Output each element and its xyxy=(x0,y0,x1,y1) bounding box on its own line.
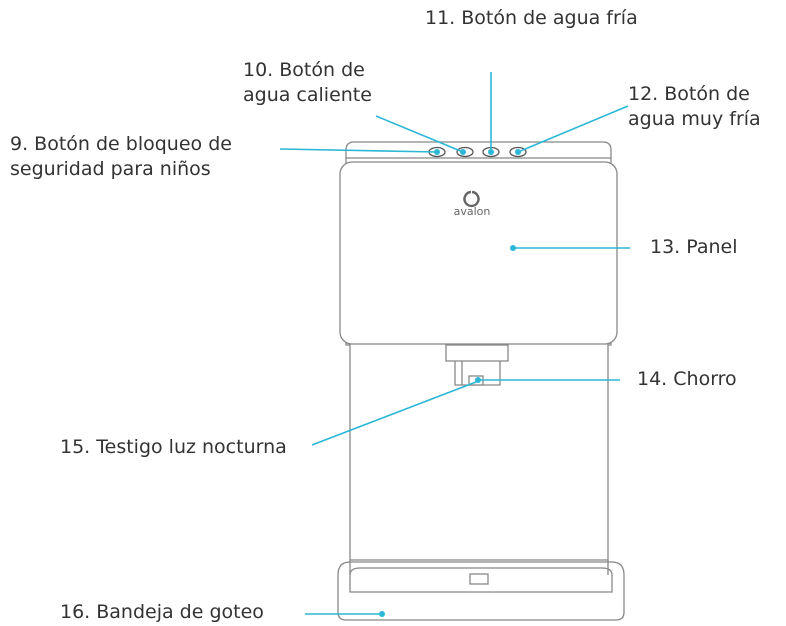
callout-dots xyxy=(379,149,521,617)
svg-text:avalon: avalon xyxy=(454,205,491,218)
callout-14-spout: 14. Chorro xyxy=(637,368,737,390)
drip-tray xyxy=(337,560,625,621)
callout-9-child-lock-button: 9. Botón de bloqueo de seguridad para ni… xyxy=(10,133,232,180)
callout-12-extra-cold-water-button: 12. Botón de agua muy fría xyxy=(628,83,761,130)
callout-lines xyxy=(279,72,630,615)
front-panel xyxy=(339,161,618,345)
callout-11-cold-water-button: 11. Botón de agua fría xyxy=(425,7,638,29)
leader-line-15 xyxy=(311,381,477,446)
callout-10-hot-water-button: 10. Botón de agua caliente xyxy=(243,59,372,106)
logo-mark-icon xyxy=(463,190,480,208)
callout-13-panel: 13. Panel xyxy=(650,236,738,258)
leader-line-10 xyxy=(375,115,464,153)
leader-line-12 xyxy=(517,105,629,153)
drip-tray-grate xyxy=(469,573,489,585)
callout-15-night-light: 15. Testigo luz nocturna xyxy=(60,436,287,458)
callout-16-drip-tray: 16. Bandeja de goteo xyxy=(60,601,264,623)
avalon-logo: avalon xyxy=(454,190,491,218)
leader-line-9 xyxy=(279,148,438,153)
